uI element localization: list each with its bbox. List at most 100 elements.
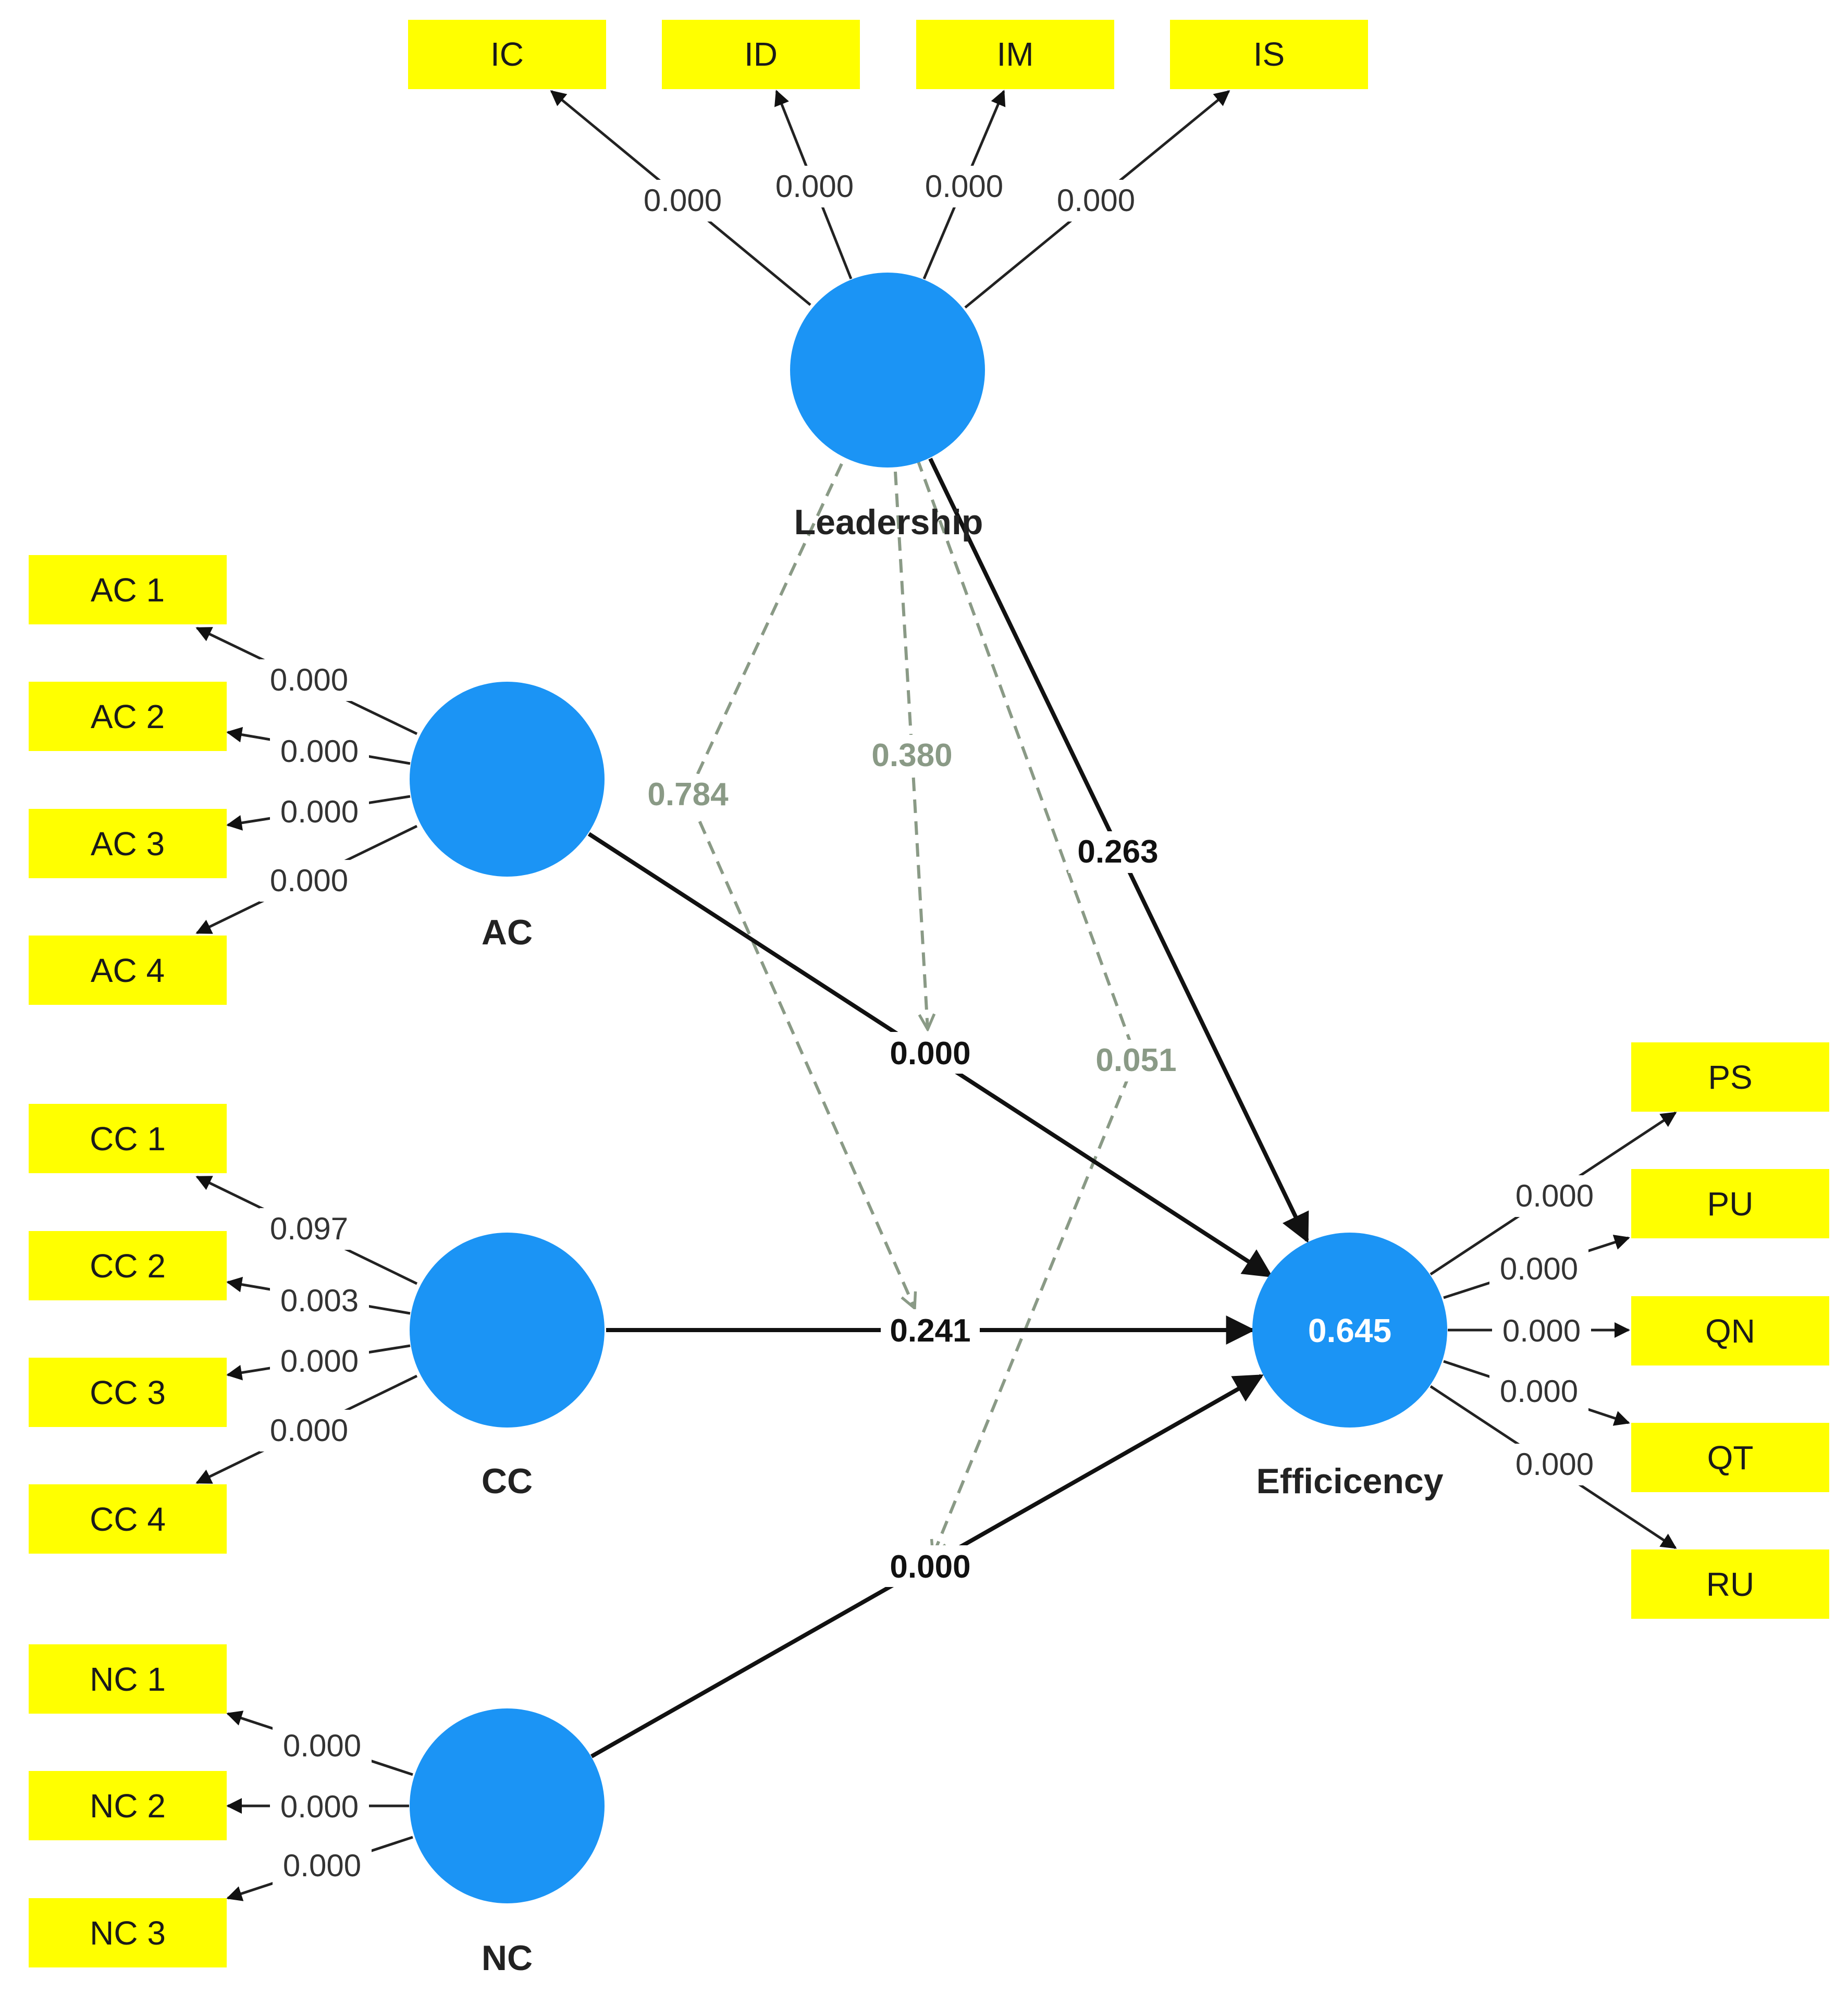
loading-value-ac4: 0.000	[270, 863, 348, 898]
indicator-ac1[interactable]: AC 1	[29, 555, 227, 624]
path-leadership-efficiency: 0.263	[928, 458, 1309, 1244]
loading-value-ac2: 0.000	[280, 734, 359, 769]
indicator-pu[interactable]: PU	[1631, 1169, 1829, 1238]
indicator-qn[interactable]: QN	[1631, 1296, 1829, 1365]
moderation-leadership-nc-value: 0.051	[1095, 1042, 1176, 1078]
construct-leadership-label: Leadership	[794, 502, 983, 542]
indicator-im-label: IM	[996, 35, 1033, 73]
indicator-nc3[interactable]: NC 3	[29, 1898, 227, 1967]
construct-efficiency-r-squared: 0.645	[1308, 1312, 1391, 1349]
indicator-ac1-label: AC 1	[91, 571, 165, 609]
construct-efficiency[interactable]: 0.645 Efficicency	[1252, 1233, 1447, 1501]
loading-value-nc2: 0.000	[280, 1789, 359, 1824]
moderation-leadership-nc-value-bg	[1087, 1040, 1186, 1081]
indicator-ac2[interactable]: AC 2	[29, 682, 227, 751]
moderation-leadership-cc: 0.784	[638, 463, 915, 1308]
indicator-id[interactable]: ID	[662, 20, 860, 89]
moderation-leadership-cc-line	[686, 463, 915, 1308]
construct-nc-circle[interactable]	[410, 1708, 605, 1903]
loading-value-ac1: 0.000	[270, 662, 348, 697]
indicator-cc4[interactable]: CC 4	[29, 1484, 227, 1554]
path-ac-efficiency: 0.000	[587, 832, 1273, 1278]
construct-nc-label: NC	[482, 1938, 533, 1978]
loading-value-pu-bg	[1489, 1248, 1588, 1290]
loading-value-ps-bg	[1505, 1175, 1604, 1217]
loading-value-id: 0.000	[775, 169, 854, 204]
path-cc-efficiency-value: 0.241	[890, 1313, 970, 1349]
construct-ac-circle[interactable]	[410, 682, 605, 877]
loading-value-id-bg	[765, 166, 864, 207]
construct-ac[interactable]: AC	[410, 682, 605, 952]
indicator-ru[interactable]: RU	[1631, 1549, 1829, 1619]
indicator-ac3[interactable]: AC 3	[29, 809, 227, 878]
indicator-ic-label: IC	[490, 35, 524, 73]
indicator-qt-label: QT	[1707, 1439, 1754, 1477]
construct-cc-circle[interactable]	[410, 1233, 605, 1428]
nc-loadings: 0.000 0.000 0.000	[226, 1711, 413, 1901]
indicator-is[interactable]: IS	[1170, 20, 1368, 89]
indicator-ru-label: RU	[1706, 1566, 1754, 1603]
ac-loadings: 0.000 0.000 0.000 0.000	[195, 626, 418, 934]
loading-value-nc1: 0.000	[283, 1728, 361, 1763]
path-cc-efficiency-value-bg	[881, 1309, 980, 1351]
indicator-nc2[interactable]: NC 2	[29, 1771, 227, 1840]
indicator-cc2-label: CC 2	[90, 1247, 166, 1285]
indicator-cc3-label: CC 3	[90, 1374, 166, 1411]
moderation-leadership-cc-value-bg	[638, 774, 737, 816]
path-leadership-efficiency-value: 0.263	[1077, 834, 1158, 870]
moderation-leadership-ac-line	[894, 471, 928, 1029]
efficiency-loadings: 0.000 0.000 0.000 0.000 0.000	[1430, 1111, 1677, 1549]
loading-value-ps: 0.000	[1516, 1178, 1594, 1213]
loading-value-qt: 0.000	[1500, 1374, 1578, 1409]
indicator-cc2[interactable]: CC 2	[29, 1231, 227, 1300]
loading-value-cc4: 0.000	[270, 1413, 348, 1448]
indicator-ac4[interactable]: AC 4	[29, 936, 227, 1005]
indicator-ac2-label: AC 2	[91, 698, 165, 735]
loading-value-ic-bg	[633, 180, 732, 222]
loading-value-is-bg	[1046, 180, 1145, 222]
loading-value-cc2: 0.003	[280, 1283, 359, 1318]
path-leadership-efficiency-value-bg	[1068, 831, 1167, 873]
construct-nc[interactable]: NC	[410, 1708, 605, 1978]
indicator-cc1-label: CC 1	[90, 1120, 166, 1158]
indicator-ic[interactable]: IC	[408, 20, 606, 89]
loading-value-ac3: 0.000	[280, 794, 359, 829]
indicator-ps-label: PS	[1708, 1059, 1752, 1096]
construct-ac-label: AC	[482, 913, 533, 952]
path-ac-efficiency-value-bg	[881, 1032, 980, 1074]
moderation-leadership-ac: 0.380	[863, 471, 962, 1029]
path-ac-efficiency-value: 0.000	[890, 1036, 970, 1072]
moderation-leadership-ac-value-bg	[863, 735, 962, 777]
loading-value-nc1-bg	[273, 1725, 372, 1767]
indicator-cc3[interactable]: CC 3	[29, 1358, 227, 1427]
indicator-is-label: IS	[1253, 35, 1285, 73]
loading-value-ac2-bg	[270, 731, 369, 772]
loading-value-qn: 0.000	[1502, 1313, 1581, 1348]
loading-value-ac4-bg	[260, 860, 359, 902]
construct-cc[interactable]: CC	[410, 1233, 605, 1501]
indicator-ps[interactable]: PS	[1631, 1042, 1829, 1112]
indicator-ac4-label: AC 4	[91, 952, 165, 989]
path-cc-efficiency: 0.241	[606, 1309, 1255, 1351]
path-nc-efficiency-value-bg	[881, 1545, 980, 1587]
construct-efficiency-label: Efficicency	[1256, 1461, 1443, 1501]
indicator-nc1[interactable]: NC 1	[29, 1644, 227, 1714]
indicator-qt[interactable]: QT	[1631, 1423, 1829, 1492]
loading-value-nc2-bg	[270, 1785, 369, 1827]
indicator-ac3-label: AC 3	[91, 825, 165, 863]
indicator-cc4-label: CC 4	[90, 1500, 166, 1538]
loading-value-is: 0.000	[1057, 183, 1135, 218]
construct-efficiency-circle[interactable]	[1252, 1233, 1447, 1428]
indicator-qn-label: QN	[1705, 1312, 1755, 1350]
loading-value-im: 0.000	[925, 169, 1003, 204]
indicator-cc1[interactable]: CC 1	[29, 1104, 227, 1173]
path-nc-efficiency: 0.000	[590, 1374, 1264, 1758]
loading-value-nc3-bg	[273, 1845, 372, 1887]
indicator-im[interactable]: IM	[916, 20, 1114, 89]
loading-value-ac1-bg	[260, 659, 359, 701]
construct-leadership-circle[interactable]	[790, 273, 985, 468]
construct-leadership[interactable]: Leadership	[790, 273, 985, 542]
cc-loadings: 0.097 0.003 0.000 0.000	[195, 1175, 418, 1484]
loading-value-cc1-bg	[260, 1208, 359, 1250]
